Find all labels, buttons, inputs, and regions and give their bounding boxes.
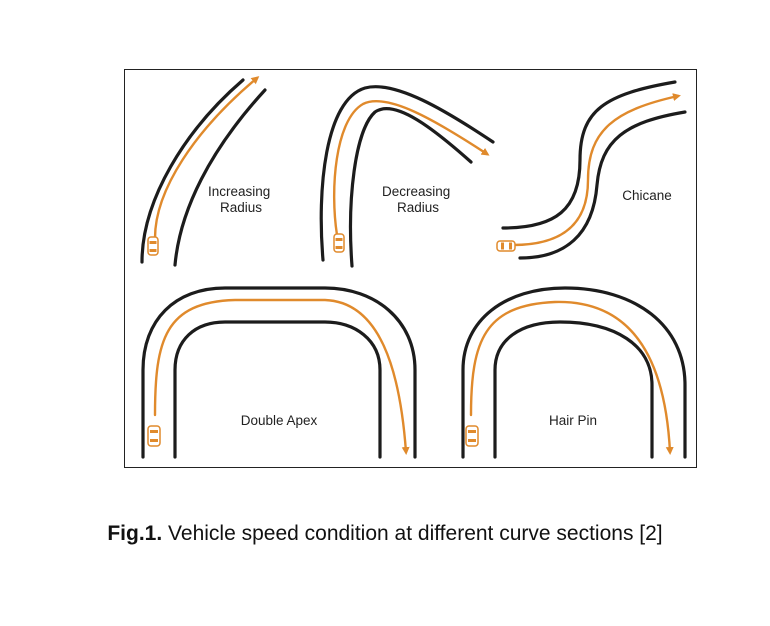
driving-line bbox=[469, 300, 674, 455]
curve-diagram-figure: Increasing Radius Decreasing Radius bbox=[124, 69, 697, 468]
panel-hair-pin: Hair Pin bbox=[461, 286, 687, 459]
caption-text: Vehicle speed condition at different cur… bbox=[162, 522, 663, 545]
road-outer-edge bbox=[501, 80, 677, 230]
panel-double-apex: Double Apex bbox=[141, 286, 417, 459]
panel-increasing-radius: Increasing Radius bbox=[140, 76, 274, 267]
driving-line bbox=[511, 93, 681, 247]
car-icon bbox=[333, 233, 345, 253]
panel-label-chicane: Chicane bbox=[622, 188, 672, 203]
panel-label-increasing-radius: Increasing Radius bbox=[208, 184, 274, 215]
caption-prefix: Fig.1. bbox=[107, 522, 163, 545]
road-inner-edge bbox=[173, 88, 267, 267]
car-icon bbox=[496, 240, 516, 252]
road-outer-edge bbox=[319, 85, 495, 262]
driving-line bbox=[153, 76, 260, 240]
panel-label-decreasing-radius: Decreasing Radius bbox=[382, 184, 454, 215]
road-inner-edge bbox=[173, 320, 382, 459]
figure-caption: Fig.1. Vehicle speed condition at differ… bbox=[0, 522, 770, 546]
road-inner-edge bbox=[349, 107, 473, 268]
car-icon bbox=[147, 236, 159, 256]
car-icon bbox=[465, 425, 479, 447]
curve-diagram: Increasing Radius Decreasing Radius bbox=[140, 76, 687, 459]
road-inner-edge bbox=[518, 110, 687, 260]
driving-line bbox=[333, 99, 490, 237]
road-inner-edge bbox=[493, 320, 654, 459]
road-outer-edge bbox=[461, 286, 687, 459]
panel-label-double-apex: Double Apex bbox=[241, 413, 318, 428]
panel-decreasing-radius: Decreasing Radius bbox=[319, 85, 495, 268]
road-outer-edge bbox=[141, 286, 417, 459]
panel-chicane: Chicane bbox=[496, 80, 687, 260]
road-outer-edge bbox=[140, 78, 245, 264]
panel-label-hair-pin: Hair Pin bbox=[549, 413, 597, 428]
driving-line bbox=[153, 298, 410, 455]
car-icon bbox=[147, 425, 161, 447]
